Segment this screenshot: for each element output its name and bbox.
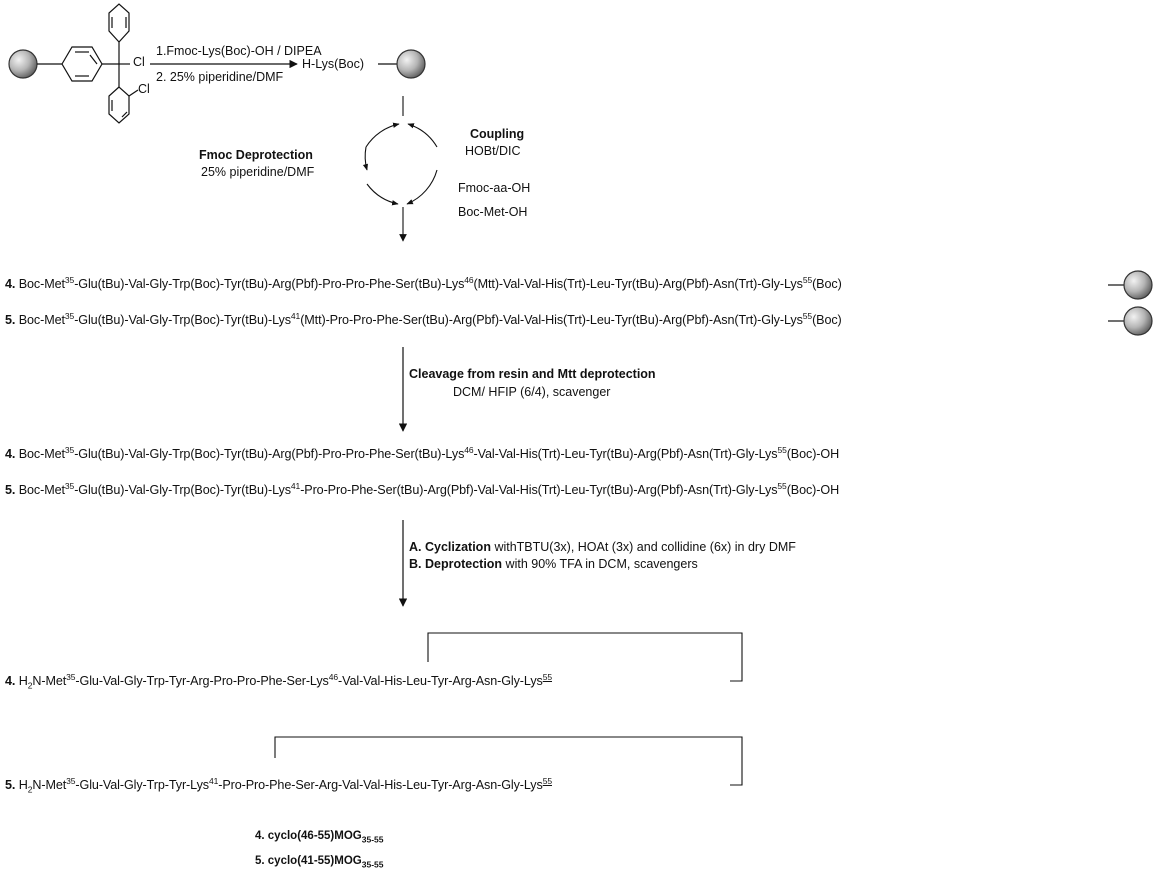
spps-cycle-arrows	[362, 96, 438, 242]
resin-bead-icon	[1123, 270, 1153, 300]
cyclic-sequence-4: 4. H2N-Met35-Glu-Val-Gly-Trp-Tyr-Arg-Pro…	[5, 671, 552, 691]
cl-label-1: Cl	[133, 55, 145, 69]
resin-bead-icon	[8, 49, 38, 79]
resin-sequence-4: 4. Boc-Met35-Glu(tBu)-Val-Gly-Trp(Boc)-T…	[5, 274, 842, 291]
lactam-bridge-41-55	[274, 736, 743, 786]
coupling-reagent: HOBt/DIC	[465, 144, 521, 158]
fmoc-deprotection-reagent: 25% piperidine/DMF	[201, 165, 315, 179]
h-lys-boc-label: H-Lys(Boc)	[302, 57, 365, 71]
coupling-title: Coupling	[470, 127, 525, 141]
resin-bead-icon	[1123, 306, 1153, 336]
cleavage-conditions: DCM/ HFIP (6/4), scavenger	[453, 385, 611, 399]
deprotection-conditions: B. Deprotection with 90% TFA in DCM, sca…	[409, 557, 698, 571]
cyclic-sequence-5: 5. H2N-Met35-Glu-Val-Gly-Trp-Tyr-Lys41-P…	[5, 775, 552, 795]
free-sequence-4: 4. Boc-Met35-Glu(tBu)-Val-Gly-Trp(Boc)-T…	[5, 444, 840, 461]
free-sequence-5: 5. Boc-Met35-Glu(tBu)-Val-Gly-Trp(Boc)-T…	[5, 480, 840, 497]
step1-reagent-2: 2. 25% piperidine/DMF	[156, 70, 284, 84]
cleavage-title: Cleavage from resin and Mtt deprotection	[409, 367, 656, 381]
boc-met-label: Boc-Met-OH	[458, 205, 528, 219]
lactam-bridge-46-55	[427, 632, 743, 682]
step1-reagent-1: 1.Fmoc-Lys(Boc)-OH / DIPEA	[156, 44, 322, 58]
cyclization-conditions: A. Cyclization withTBTU(3x), HOAt (3x) a…	[409, 540, 796, 554]
sequence-resin-beads	[1108, 270, 1153, 336]
resin-sequence-5: 5. Boc-Met35-Glu(tBu)-Val-Gly-Trp(Boc)-T…	[5, 310, 842, 327]
fmoc-deprotection-title: Fmoc Deprotection	[199, 148, 313, 162]
resin-bead-icon	[396, 49, 426, 79]
chlorotrityl-resin-structure	[8, 3, 139, 124]
fmoc-aa-label: Fmoc-aa-OH	[458, 181, 531, 195]
final-name-4: 4. cyclo(46-55)MOG35-55	[255, 830, 384, 845]
final-name-5: 5. cyclo(41-55)MOG35-55	[255, 855, 384, 870]
cl-label-2: Cl	[138, 82, 150, 96]
